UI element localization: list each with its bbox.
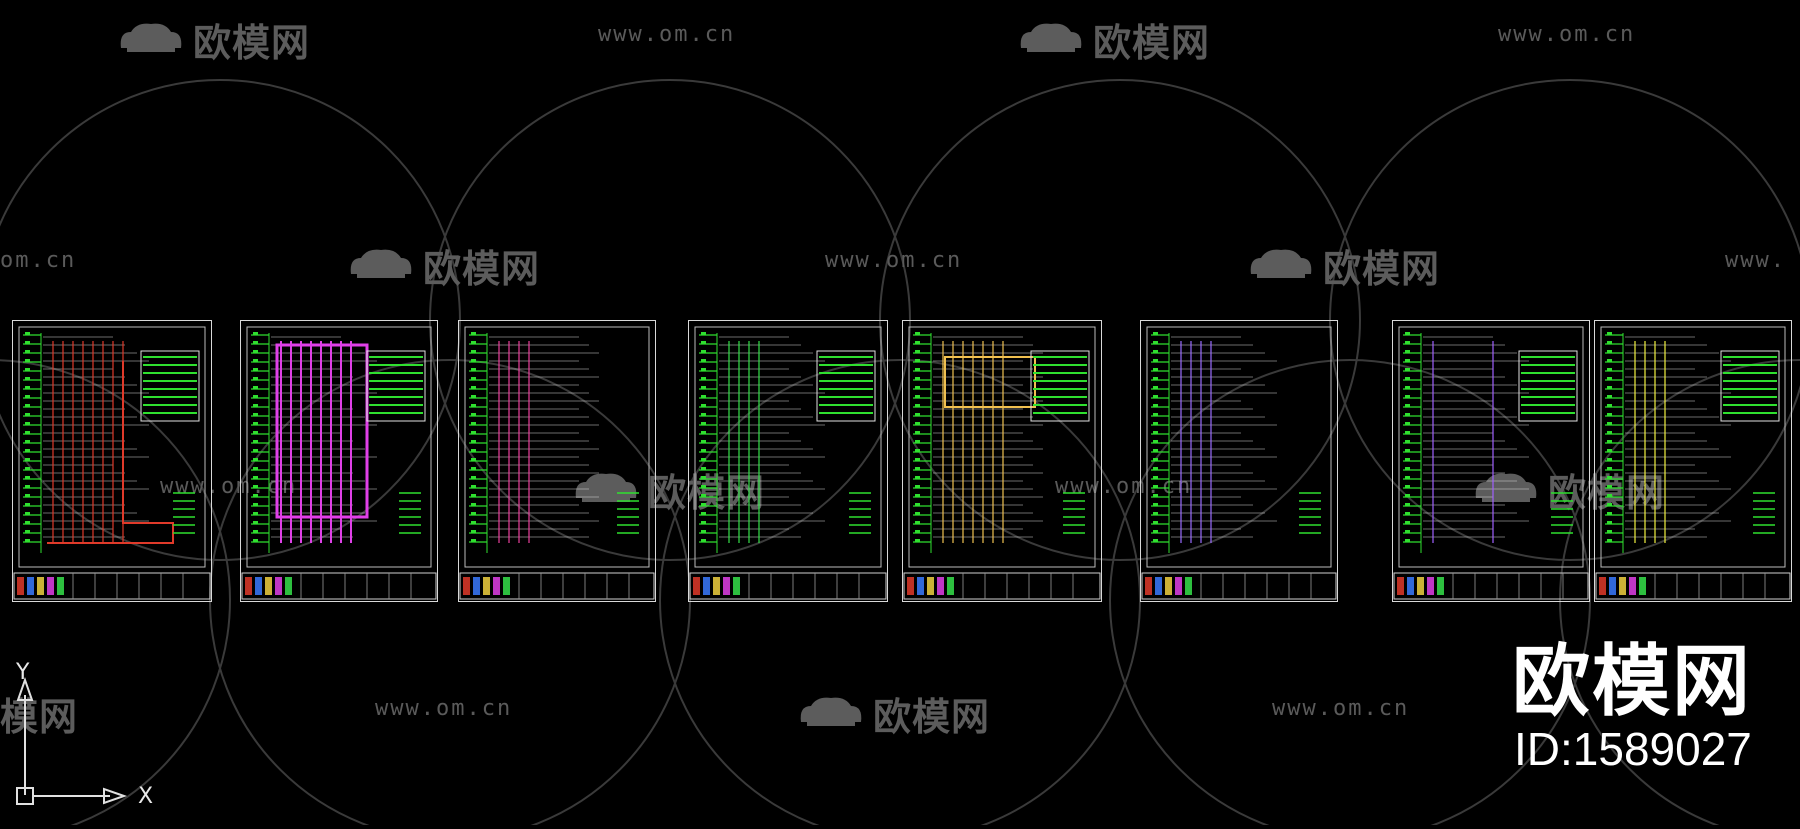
watermark-url: www.om.cn: [160, 474, 298, 499]
drawing-sheet[interactable]: [902, 320, 1102, 602]
drawing-sheet[interactable]: [688, 320, 888, 602]
watermark-logo-text: 欧模网: [193, 21, 311, 65]
sofa-icon: [570, 468, 642, 512]
watermark-url: om.cn: [0, 248, 77, 273]
watermark-logo: 欧模网: [795, 686, 990, 741]
watermark-logo-text: 欧模网: [648, 471, 766, 515]
drawing-sheet[interactable]: [12, 320, 212, 602]
watermark-logo: 模网: [0, 686, 78, 741]
brand-name: 欧模网: [1512, 637, 1753, 727]
sofa-icon: [795, 692, 867, 736]
watermark-url: www.om.cn: [1272, 696, 1410, 721]
ucs-icon: Y X: [0, 660, 170, 829]
brand-id: ID:1589027: [1514, 723, 1752, 775]
watermark-logo-text: 欧模网: [1323, 247, 1441, 291]
sofa-icon: [1015, 18, 1087, 62]
ucs-x-label: X: [138, 784, 154, 809]
watermark-url: www.om.cn: [1055, 474, 1193, 499]
watermark-url: www.om.cn: [1498, 22, 1636, 47]
watermark-url: www.om.cn: [825, 248, 963, 273]
drawing-sheet[interactable]: [1392, 320, 1590, 602]
watermark-logo-text: 欧模网: [423, 247, 541, 291]
watermark-url: www.om.cn: [375, 696, 513, 721]
watermark-logo-text: 欧模网: [1093, 21, 1211, 65]
drawing-sheet[interactable]: [240, 320, 438, 602]
watermark-logo: 欧模网: [115, 12, 310, 67]
drawing-sheet[interactable]: [1594, 320, 1792, 602]
watermark-url: www.om.cn: [598, 22, 736, 47]
sofa-icon: [345, 244, 417, 288]
brand-block: 欧模网 ID:1589027: [1512, 640, 1752, 774]
sofa-icon: [1245, 244, 1317, 288]
watermark-logo: 欧模网: [570, 462, 765, 517]
ucs-y-label: Y: [16, 660, 30, 685]
sofa-icon: [1470, 468, 1542, 512]
watermark-logo: 欧模网: [1015, 12, 1210, 67]
watermark-logo: 欧模网: [345, 238, 540, 293]
drawing-sheet[interactable]: [458, 320, 656, 602]
drawing-sheet[interactable]: [1140, 320, 1338, 602]
watermark-logo-text: 欧模网: [873, 695, 991, 739]
watermark-url: www.: [1725, 248, 1786, 273]
sofa-icon: [115, 18, 187, 62]
watermark-logo: 欧模网: [1245, 238, 1440, 293]
watermark-logo-text: 模网: [0, 695, 79, 739]
